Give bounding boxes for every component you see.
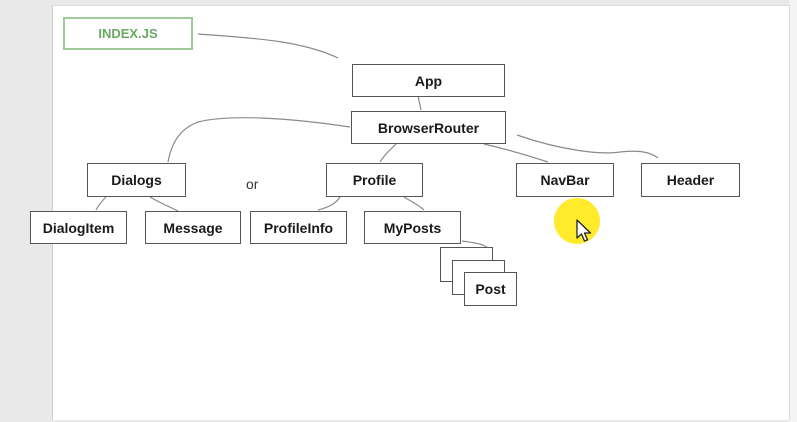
post-node: Post <box>464 272 517 306</box>
or-label: or <box>246 176 259 192</box>
dialog-item-node: DialogItem <box>30 211 127 244</box>
message-node: Message <box>145 211 241 244</box>
browser-router-node: BrowserRouter <box>351 111 506 144</box>
index-js-label: INDEX.JS <box>63 17 193 50</box>
mouse-pointer-icon <box>576 219 592 242</box>
my-posts-node: MyPosts <box>364 211 461 244</box>
navbar-node: NavBar <box>516 163 614 197</box>
app-node: App <box>352 64 505 97</box>
header-node: Header <box>641 163 740 197</box>
profile-info-node: ProfileInfo <box>250 211 347 244</box>
window-edge <box>789 0 797 422</box>
profile-node: Profile <box>326 163 423 197</box>
dialogs-node: Dialogs <box>87 163 186 197</box>
